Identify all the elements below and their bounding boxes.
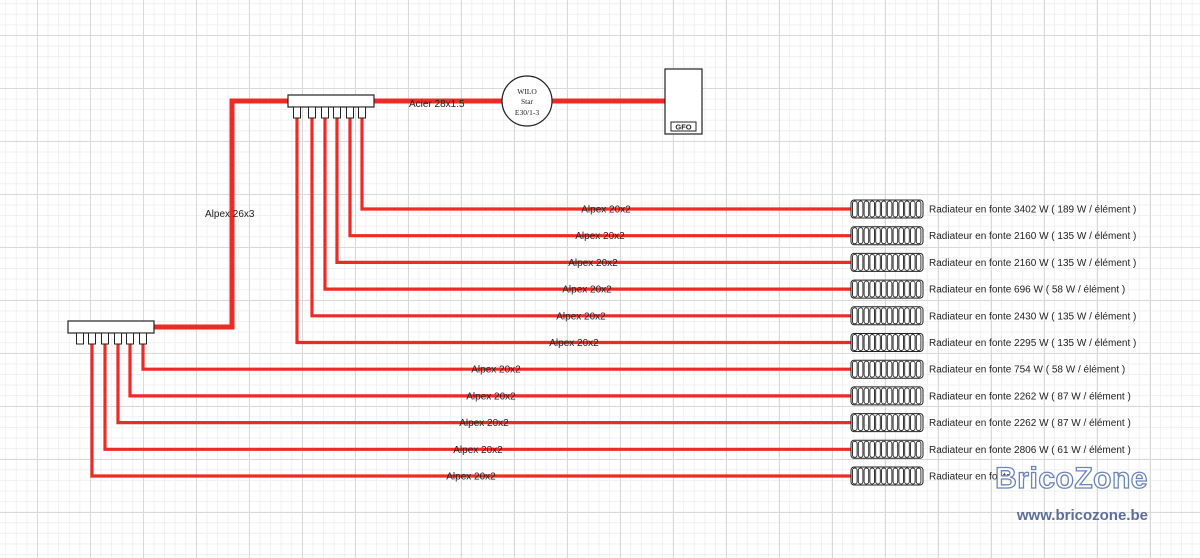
branch-pipe-label: Alpex 20x2 — [453, 445, 503, 456]
boiler: GFO — [664, 68, 703, 135]
radiator — [850, 466, 924, 486]
radiator — [850, 226, 924, 246]
branch-pipe — [323, 118, 851, 291]
circulator-pump: WILO Star E30/1-3 — [501, 75, 553, 127]
radiator-label: Radiateur en fonte 696 W ( 58 W / élémen… — [929, 285, 1125, 296]
branch-pipe — [90, 344, 851, 478]
branch-pipe-label: Alpex 20x2 — [556, 311, 606, 322]
main-pipe-label: Acier 28x1.5 — [409, 99, 465, 110]
radiator — [850, 306, 924, 326]
radiator-label: Radiateur en fonte 754 W ( 58 W / élémen… — [929, 365, 1125, 376]
branch-pipe-label: Alpex 20x2 — [459, 418, 509, 429]
radiator-label: Radiateur en fonte 3402 W ( 189 W / élém… — [929, 205, 1136, 216]
branch-pipe — [116, 344, 851, 425]
branch-pipe-label: Alpex 20x2 — [562, 285, 612, 296]
lower-manifold — [67, 320, 155, 345]
radiator-label: Radiateur en fonte 2160 W ( 135 W / élém… — [929, 231, 1136, 242]
branch-pipe — [310, 118, 851, 318]
branch-pipe — [141, 344, 851, 371]
radiator — [850, 439, 924, 459]
radiator — [850, 333, 924, 352]
radiators: Radiateur en fonte 3402 W ( 189 W / élém… — [850, 199, 1136, 486]
radiator-label: Radiateur en fonte 2295 W ( 135 W / élém… — [929, 338, 1136, 349]
branch-pipe — [335, 118, 851, 264]
riser-pipe-label: Alpex 26x3 — [205, 209, 255, 220]
branch-pipe — [295, 118, 851, 345]
watermark-url: www.bricozone.be — [1016, 507, 1148, 524]
radiator — [850, 386, 924, 406]
radiator-label: Radiateur en fonte 2262 W ( 87 W / éléme… — [929, 391, 1131, 402]
branch-pipe — [128, 344, 851, 398]
upper-manifold — [287, 94, 375, 119]
branch-pipe — [348, 118, 851, 238]
radiator — [850, 413, 924, 433]
branch-pipe — [103, 344, 851, 451]
radiator-label: Radiateur en fonte — [929, 472, 1012, 483]
branch-pipe-label: Alpex 20x2 — [568, 258, 618, 269]
radiator — [850, 199, 924, 219]
pump-model: Star — [521, 97, 534, 106]
radiator-label: Radiateur en fonte 2160 W ( 135 W / élém… — [929, 258, 1136, 269]
branch-pipe — [360, 118, 851, 211]
branch-pipe-label: Alpex 20x2 — [446, 472, 496, 483]
branch-pipe-label: Alpex 20x2 — [581, 205, 631, 216]
radiator-label: Radiateur en fonte 2262 W ( 87 W / éléme… — [929, 418, 1131, 429]
branch-pipe-label: Alpex 20x2 — [575, 231, 625, 242]
riser-pipe — [153, 98, 290, 330]
watermark-brand: BricoZone — [994, 461, 1148, 495]
pump-spec: E30/1-3 — [515, 108, 539, 117]
pump-brand: WILO — [517, 87, 537, 96]
radiator-label: Radiateur en fonte 2430 W ( 135 W / élém… — [929, 311, 1136, 322]
branch-pipe-label: Alpex 20x2 — [549, 338, 599, 349]
radiator — [850, 359, 924, 379]
radiator — [850, 279, 924, 299]
branch-pipe-label: Alpex 20x2 — [471, 365, 521, 376]
radiator-label: Radiateur en fonte 2806 W ( 61 W / éléme… — [929, 445, 1131, 456]
radiator — [850, 252, 924, 272]
boiler-label: GFO — [675, 123, 691, 132]
branch-pipe-label: Alpex 20x2 — [466, 391, 516, 402]
